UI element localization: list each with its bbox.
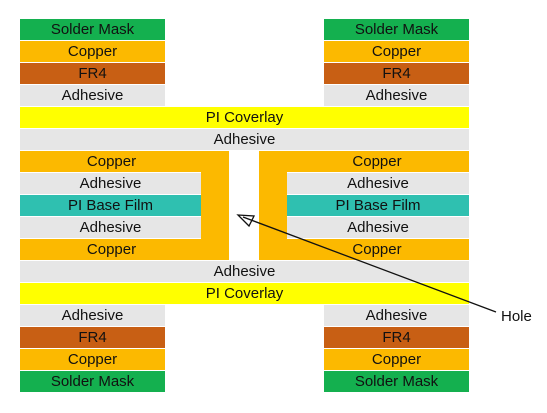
layer-copper-core-bottom-right: Copper — [285, 239, 469, 260]
layer-adhesive-core-upper-left: Adhesive — [20, 173, 201, 194]
layer-adhesive-core-lower-right: Adhesive — [287, 217, 469, 238]
layer-adhesive-bottom-right: Adhesive — [324, 305, 469, 326]
layer-adhesive-lower-full: Adhesive — [20, 261, 469, 282]
hole-callout-line — [242, 216, 497, 313]
layer-fr4-bottom-right: FR4 — [324, 327, 469, 348]
layer-copper-core-bottom-left: Copper — [20, 239, 203, 260]
layer-copper-bottom-right: Copper — [324, 349, 469, 370]
layer-copper-top-left: Copper — [20, 41, 165, 62]
layer-fr4-top-left: FR4 — [20, 63, 165, 84]
layer-pi-base-film-right: PI Base Film — [287, 195, 469, 216]
layer-solder-mask-bottom-left: Solder Mask — [20, 371, 165, 392]
layer-pi-coverlay-bottom: PI Coverlay — [20, 283, 469, 304]
layer-fr4-top-right: FR4 — [324, 63, 469, 84]
layer-solder-mask-top-left: Solder Mask — [20, 19, 165, 40]
layer-adhesive-top-left: Adhesive — [20, 85, 165, 106]
layer-pi-base-film-left: PI Base Film — [20, 195, 201, 216]
layer-fr4-bottom-left: FR4 — [20, 327, 165, 348]
layer-adhesive-bottom-left: Adhesive — [20, 305, 165, 326]
layer-copper-core-top-right: Copper — [285, 151, 469, 172]
layer-adhesive-top-right: Adhesive — [324, 85, 469, 106]
layer-copper-bottom-left: Copper — [20, 349, 165, 370]
layer-pi-coverlay-top: PI Coverlay — [20, 107, 469, 128]
layer-adhesive-core-upper-right: Adhesive — [287, 173, 469, 194]
layer-copper-top-right: Copper — [324, 41, 469, 62]
layer-adhesive-upper-full: Adhesive — [20, 129, 469, 150]
hole-plating-left — [201, 151, 229, 260]
layer-solder-mask-top-right: Solder Mask — [324, 19, 469, 40]
layer-adhesive-core-lower-left: Adhesive — [20, 217, 201, 238]
hole-callout-label: Hole — [501, 308, 532, 325]
layer-solder-mask-bottom-right: Solder Mask — [324, 371, 469, 392]
layer-copper-core-top-left: Copper — [20, 151, 203, 172]
hole-callout-arrowhead — [236, 214, 256, 228]
hole-plating-right — [259, 151, 287, 260]
